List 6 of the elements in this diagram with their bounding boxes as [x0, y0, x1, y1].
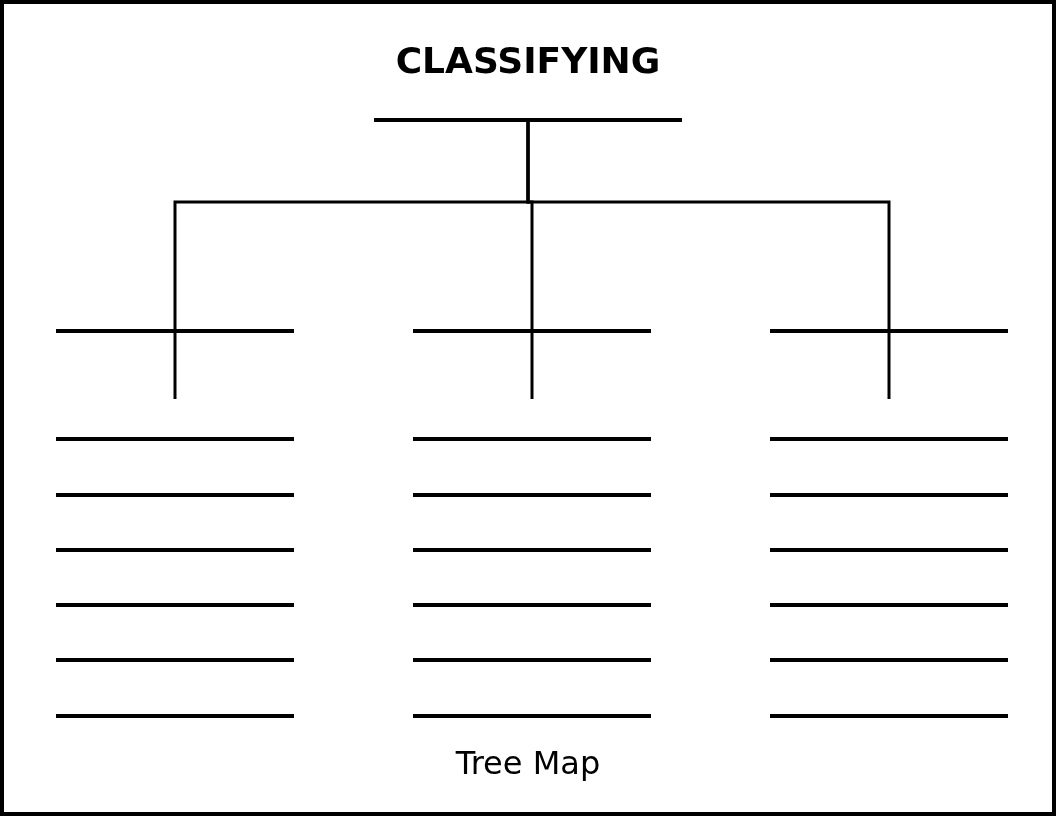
connector-line: [887, 333, 891, 399]
connector-line: [526, 122, 891, 329]
connector-line: [173, 333, 177, 399]
worksheet-caption: Tree Map: [455, 744, 601, 782]
worksheet-title: CLASSIFYING: [395, 40, 661, 81]
connector-line: [530, 333, 534, 399]
